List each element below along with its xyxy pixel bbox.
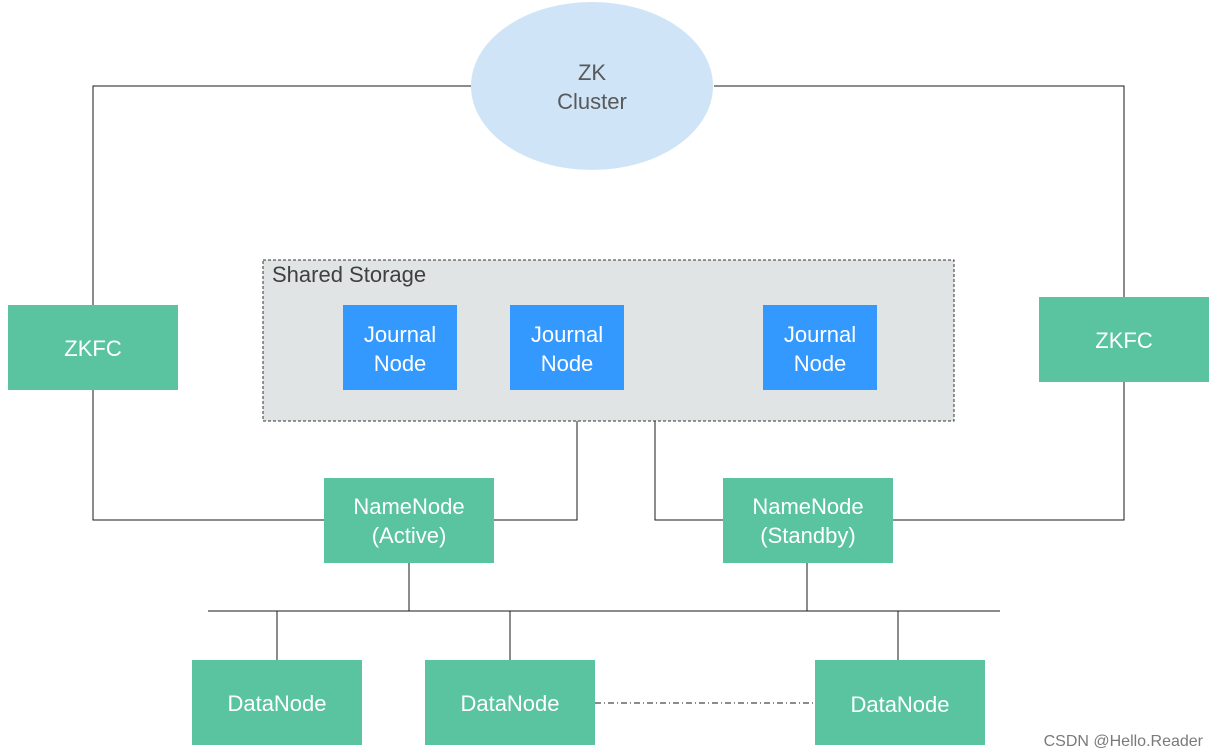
connectors	[92, 85, 1125, 704]
namenode-active: NameNode (Active)	[324, 478, 494, 563]
zkfc-left-label: ZKFC	[64, 336, 122, 361]
namenode-standby-box	[723, 478, 893, 563]
namenode-standby-label-line1: NameNode	[752, 494, 863, 519]
datanode-box	[192, 660, 362, 745]
connector-zk-zkfc-left	[92, 85, 471, 306]
journal-node-label-line1: Journal	[364, 322, 436, 347]
journal-node-label-line1: Journal	[531, 322, 603, 347]
namenode-standby: NameNode (Standby)	[723, 478, 893, 563]
journal-node: Journal Node	[343, 305, 457, 390]
zk-cluster-ellipse	[471, 2, 713, 170]
datanode-label: DataNode	[460, 691, 559, 716]
journal-node: Journal Node	[510, 305, 624, 390]
zkfc-left-box	[8, 305, 178, 390]
datanode-label: DataNode	[227, 691, 326, 716]
connector-zkfc-left-namenode-active	[92, 389, 324, 521]
datanode: DataNode	[192, 660, 362, 745]
datanode-box	[425, 660, 595, 745]
journal-node-box	[510, 305, 624, 390]
connector-storage-namenode-standby	[654, 421, 723, 521]
connector-zk-zkfc-right	[714, 85, 1125, 298]
namenode-standby-label-line2: (Standby)	[760, 523, 855, 548]
zk-cluster-label-line1: ZK	[578, 60, 606, 85]
zk-cluster-label-line2: Cluster	[557, 89, 627, 114]
journal-node-label-line2: Node	[541, 351, 594, 376]
journal-node-label-line2: Node	[794, 351, 847, 376]
datanode: DataNode	[425, 660, 595, 745]
journal-node: Journal Node	[763, 305, 877, 390]
zkfc-right: ZKFC	[1039, 297, 1209, 382]
namenode-active-label-line1: NameNode	[353, 494, 464, 519]
journal-node-box	[763, 305, 877, 390]
journal-node-label-line2: Node	[374, 351, 427, 376]
zkfc-right-box	[1039, 297, 1209, 382]
namenode-active-label-line2: (Active)	[372, 523, 447, 548]
journal-node-box	[343, 305, 457, 390]
zkfc-left: ZKFC	[8, 305, 178, 390]
shared-storage-title: Shared Storage	[272, 262, 426, 287]
datanode-box	[815, 660, 985, 745]
datanode: DataNode	[815, 660, 985, 745]
zkfc-right-label: ZKFC	[1095, 328, 1153, 353]
datanode-label: DataNode	[850, 692, 949, 717]
connector-zkfc-right-namenode-standby	[892, 381, 1125, 521]
connector-storage-namenode-active	[493, 421, 578, 521]
namenode-active-box	[324, 478, 494, 563]
shared-storage: Shared Storage Journal Node Journal Node…	[262, 259, 955, 422]
zk-cluster: ZK Cluster	[471, 2, 713, 170]
watermark-text: CSDN @Hello.Reader	[1044, 733, 1204, 750]
journal-node-label-line1: Journal	[784, 322, 856, 347]
